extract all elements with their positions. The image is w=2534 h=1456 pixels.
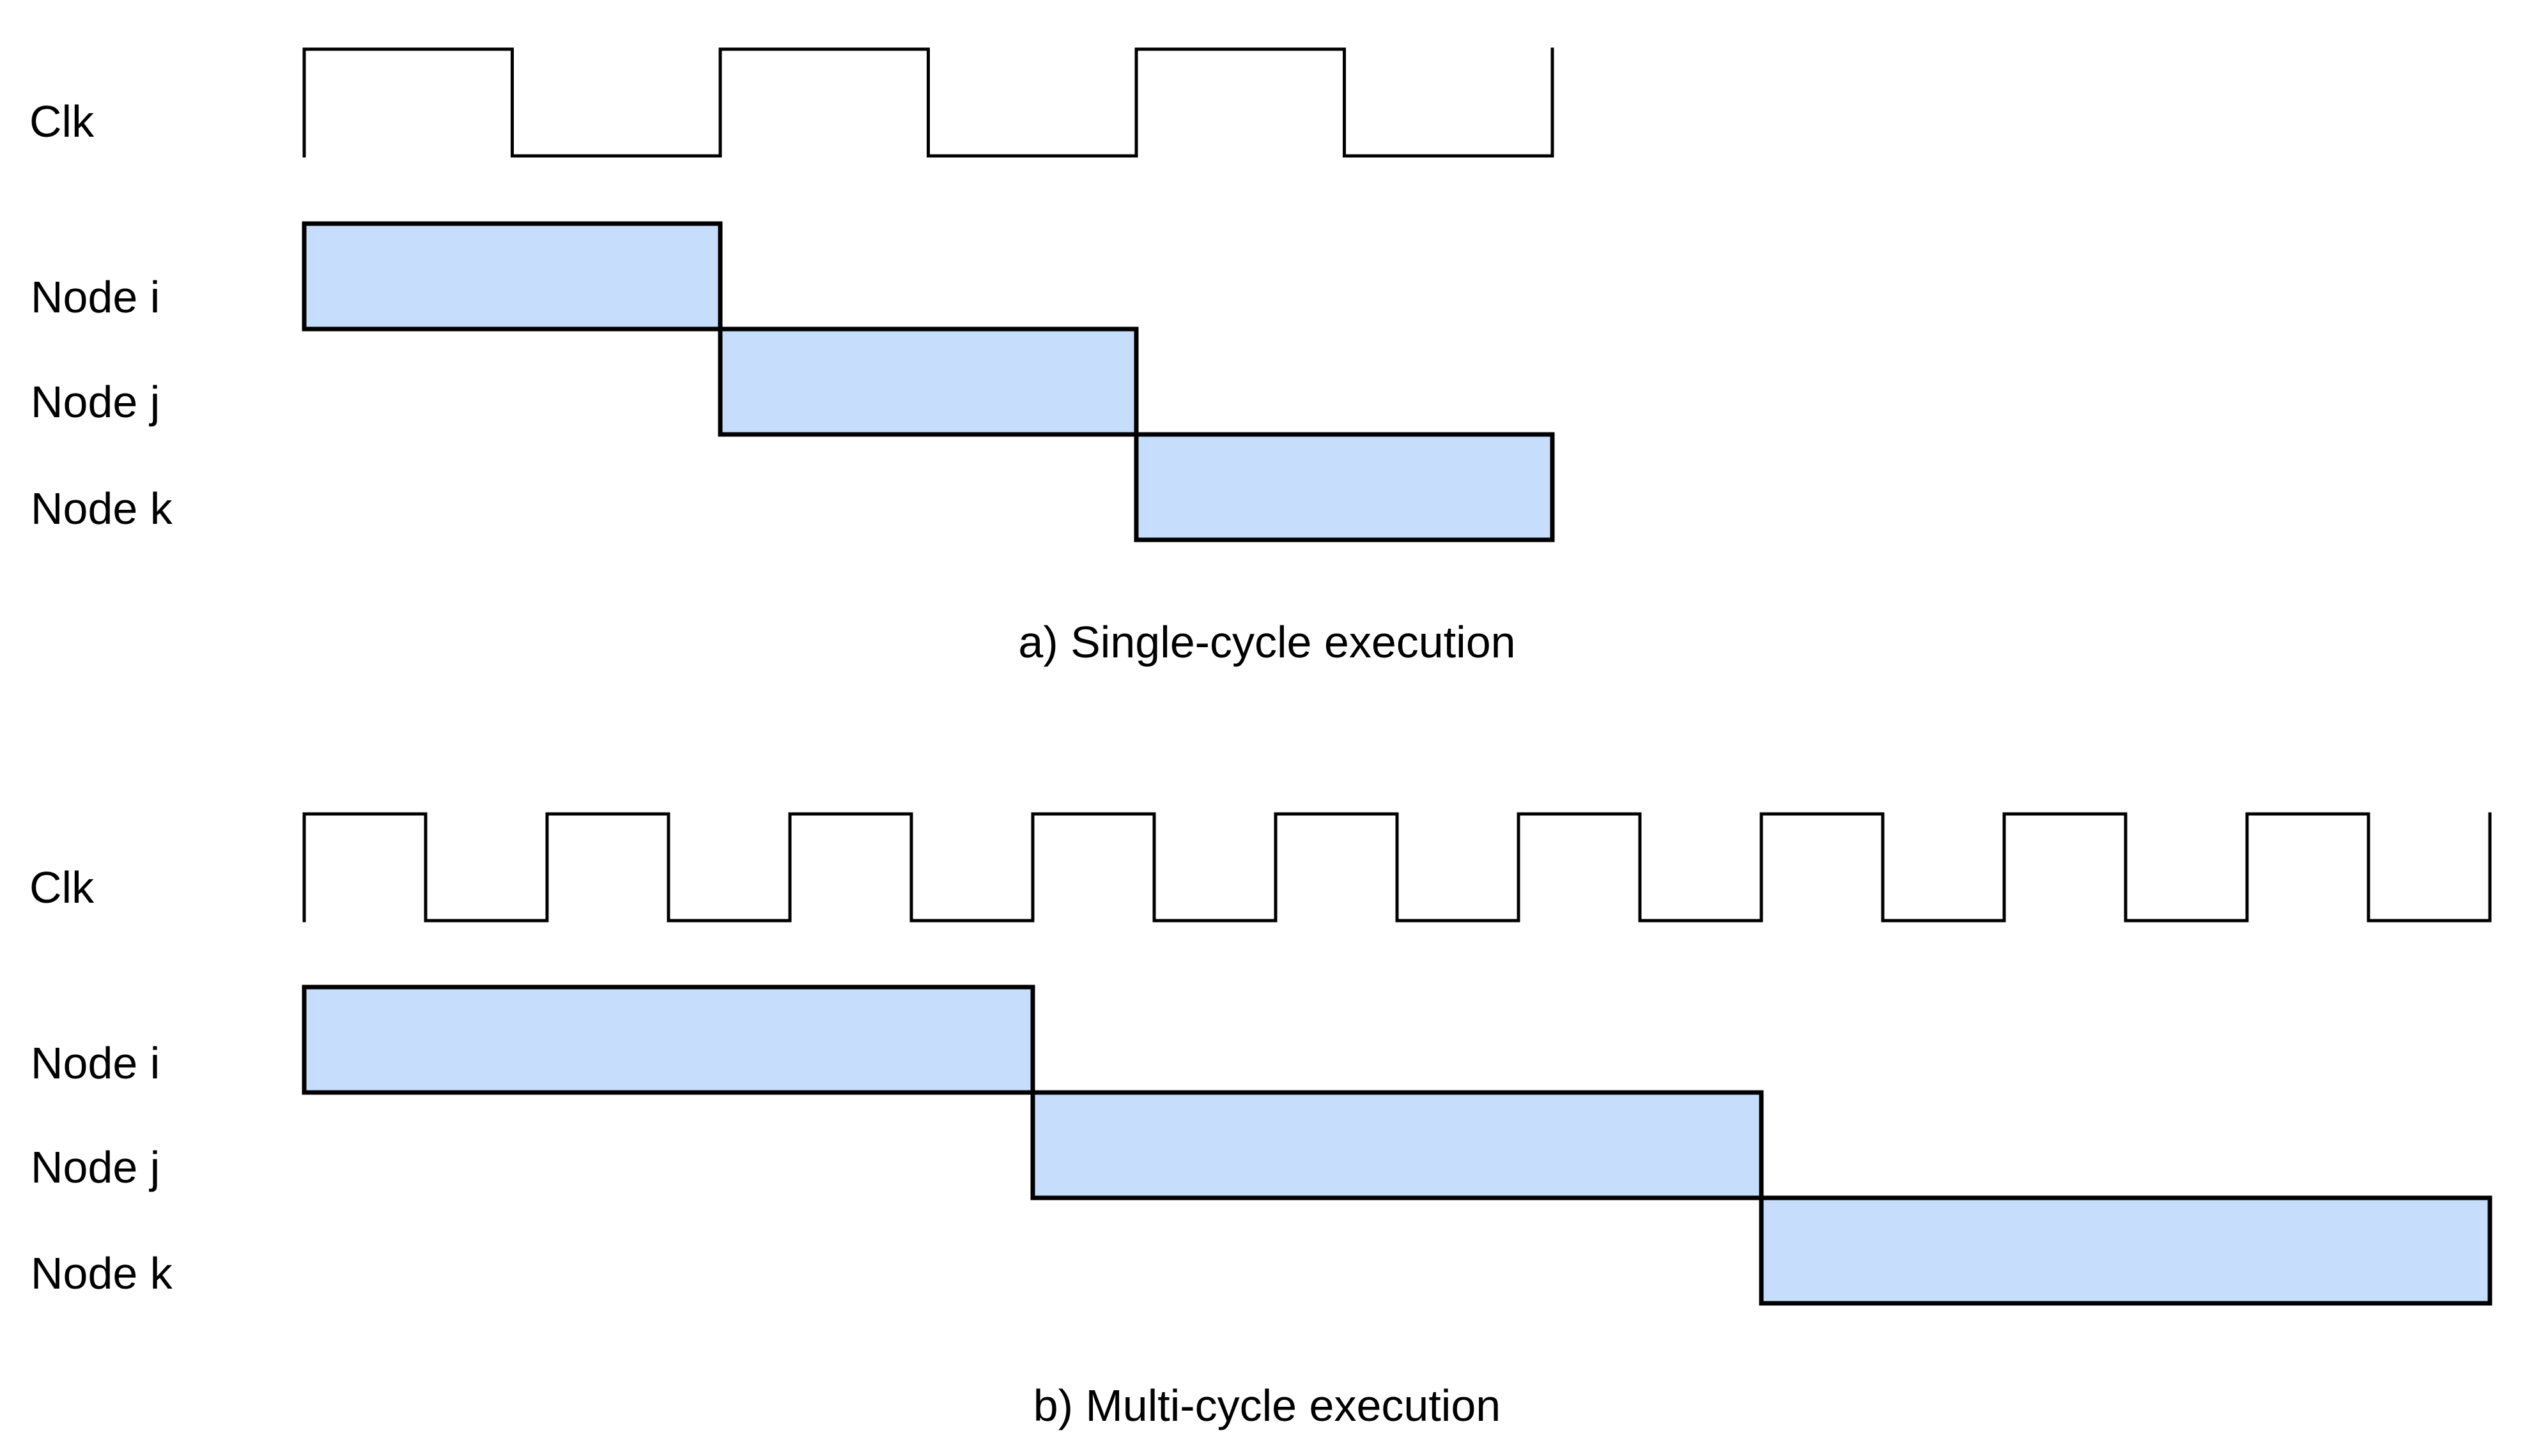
clk-label: Clk	[29, 862, 95, 912]
execution-bar-b-node-i	[302, 985, 1035, 1095]
node-j-label: Node j	[31, 1142, 160, 1192]
execution-bar-a-node-k	[1134, 432, 1555, 542]
execution-bar-b-node-k	[1759, 1195, 2492, 1306]
clock-waveform-a	[302, 47, 1554, 158]
caption-multi-cycle: b) Multi-cycle execution	[1033, 1381, 1501, 1430]
node-i-label: Node i	[31, 1038, 160, 1088]
node-i-label: Node i	[31, 272, 160, 322]
execution-bar-a-node-j	[718, 326, 1139, 437]
execution-bar-a-node-i	[302, 221, 723, 332]
clk-label: Clk	[29, 96, 95, 146]
clock-waveform-b	[302, 812, 2492, 923]
caption-single-cycle: a) Single-cycle execution	[1018, 617, 1516, 667]
node-k-label: Node k	[31, 1248, 173, 1298]
execution-bar-b-node-j	[1030, 1090, 1764, 1200]
node-k-label: Node k	[31, 484, 173, 533]
node-j-label: Node j	[31, 377, 160, 427]
